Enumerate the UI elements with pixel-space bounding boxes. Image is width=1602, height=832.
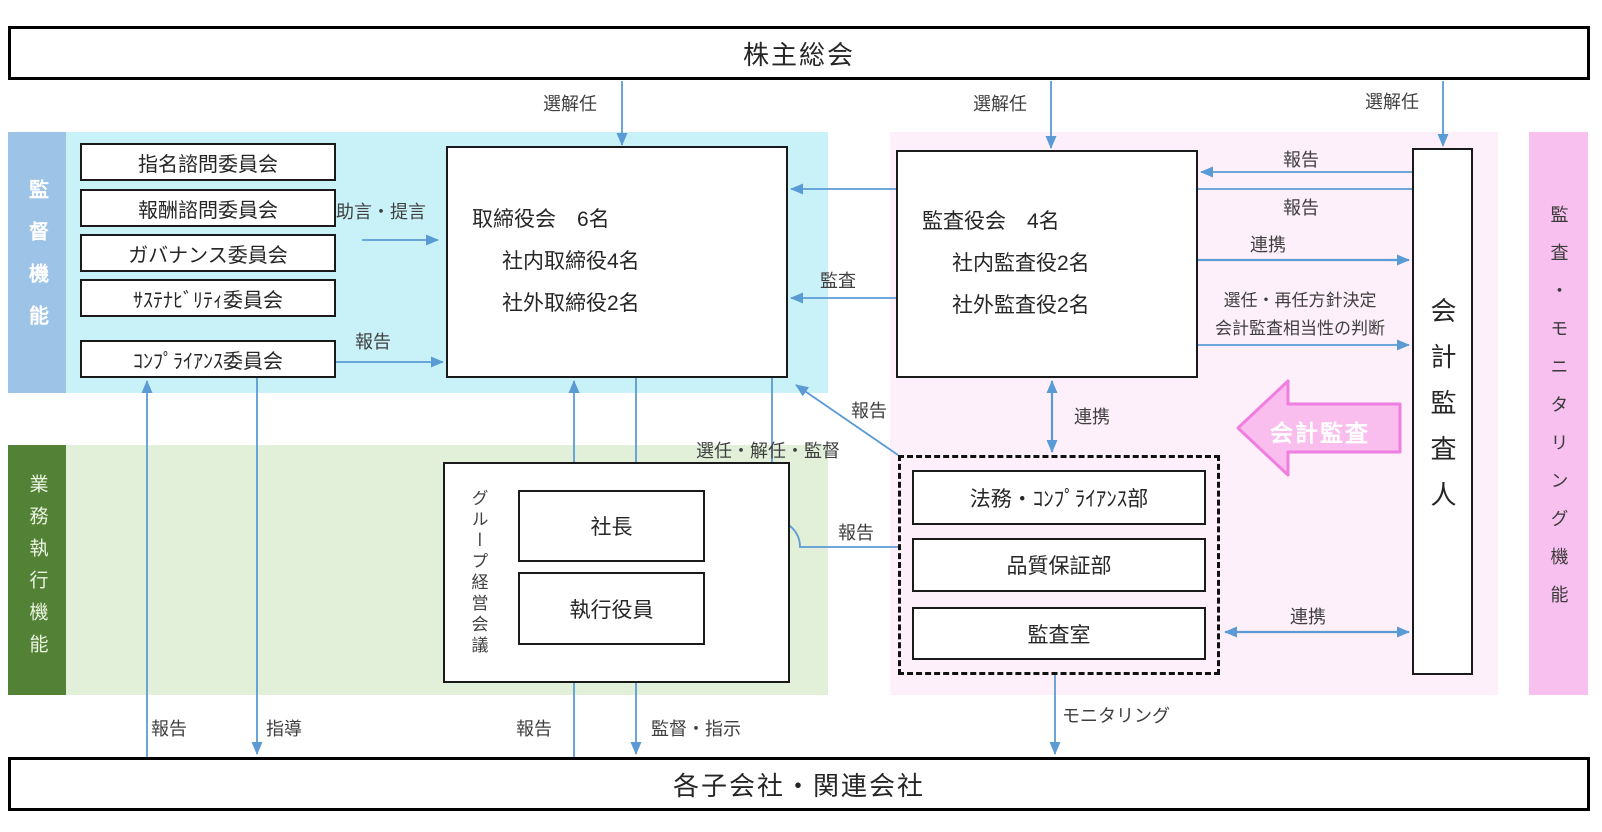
quality-assurance-dept-box: 品質保証部 [912, 538, 1206, 592]
sidebar-audit-monitoring: 監査・モニタリング機能 [1529, 132, 1588, 695]
subsidiaries-label: 各子会社・関連会社 [672, 770, 925, 801]
label-guidance: 指導 [266, 719, 302, 739]
group-council-title-wrap: グループ経営会議 [458, 468, 498, 677]
label-report-president: 報告 [838, 523, 874, 543]
president-label: 社長 [590, 516, 633, 539]
shareholders-meeting-bar: 株主総会 [8, 26, 1590, 80]
label-appoint-dismiss-supervise: 選任・解任・監督 [696, 441, 840, 461]
audit-office-box: 監査室 [912, 607, 1206, 660]
nomination-committee-box: 指名諮問委員会 [80, 143, 336, 181]
label-report-bottom-left: 報告 [151, 719, 187, 739]
executive-officers-box: 執行役員 [518, 572, 705, 645]
quality-assurance-dept-label: 品質保証部 [1006, 555, 1112, 578]
board-line1: 取締役会 6名 [472, 208, 610, 231]
audit-board-line2: 社内監査役2名 [952, 252, 1090, 275]
label-cooperation-audit-board: 連携 [1250, 235, 1286, 255]
board-line2: 社内取締役4名 [502, 250, 640, 273]
label-policy-line1: 選任・再任方針決定 [1223, 291, 1377, 310]
compliance-committee-box: ｺﾝﾌﾟﾗｲｱﾝｽ委員会 [80, 340, 336, 378]
label-report-auditor-1: 報告 [1283, 150, 1319, 170]
remuneration-committee-label: 報酬諮問委員会 [138, 199, 278, 222]
accounting-audit-block-arrow [1236, 379, 1402, 477]
internal-depts-dashed-box [898, 455, 1220, 675]
audit-office-label: 監査室 [1027, 623, 1091, 647]
label-appoint-dismiss-1: 選解任 [543, 94, 597, 114]
sidebar-supervision-label: 監督機能 [25, 178, 48, 347]
label-cooperation-depts: 連携 [1074, 407, 1110, 427]
board-of-directors-box: 取締役会 6名 社内取締役4名 社外取締役2名 [446, 146, 788, 378]
sustainability-committee-box: ｻｽﾃﾅﾋﾞﾘﾃｨ委員会 [80, 279, 336, 317]
audit-board-line3: 社外監査役2名 [952, 294, 1090, 317]
remuneration-committee-box: 報酬諮問委員会 [80, 189, 336, 227]
legal-compliance-dept-label: 法務・ｺﾝﾌﾟﾗｲｱﾝｽ部 [969, 487, 1149, 511]
sidebar-execution-label: 業務執行機能 [26, 474, 48, 666]
label-monitoring: モニタリング [1062, 706, 1170, 726]
shareholders-meeting-label: 株主総会 [742, 39, 855, 70]
audit-board-line1: 監査役会 4名 [922, 210, 1060, 233]
president-box: 社長 [518, 490, 705, 562]
audit-board-box: 監査役会 4名 社内監査役2名 社外監査役2名 [896, 150, 1198, 378]
arrow-report-depts-to-board [795, 384, 899, 456]
sidebar-execution: 業務執行機能 [8, 445, 66, 695]
executive-officers-label: 執行役員 [569, 598, 654, 622]
label-advice-proposal: 助言・提言 [336, 202, 426, 222]
label-report-bottom-mid: 報告 [516, 719, 552, 739]
label-supervise-instruct: 監督・指示 [651, 719, 741, 739]
legal-compliance-dept-box: 法務・ｺﾝﾌﾟﾗｲｱﾝｽ部 [912, 470, 1206, 525]
label-appoint-dismiss-2: 選解任 [973, 94, 1027, 114]
governance-committee-box: ガバナンス委員会 [80, 234, 336, 272]
accounting-auditor-label: 会計監査人 [1427, 296, 1457, 527]
label-report-depts: 報告 [851, 401, 887, 421]
label-accounting-audit: 会計監査 [1270, 420, 1370, 446]
label-report-auditor-2: 報告 [1283, 198, 1319, 218]
sidebar-audit-monitoring-label: 監査・モニタリング機能 [1548, 204, 1569, 623]
sidebar-supervision: 監督機能 [8, 132, 66, 393]
compliance-committee-label: ｺﾝﾌﾟﾗｲｱﾝｽ委員会 [133, 350, 283, 373]
label-audit: 監査 [820, 271, 856, 291]
sustainability-committee-label: ｻｽﾃﾅﾋﾞﾘﾃｨ委員会 [133, 289, 283, 312]
label-cooperation-audit-office: 連携 [1290, 607, 1326, 627]
label-appoint-dismiss-3: 選解任 [1365, 92, 1419, 112]
nomination-committee-label: 指名諮問委員会 [138, 153, 278, 176]
subsidiaries-bar: 各子会社・関連会社 [8, 757, 1590, 811]
accounting-auditor-box: 会計監査人 [1412, 148, 1473, 675]
label-policy-line2: 会計監査相当性の判断 [1215, 319, 1385, 338]
governance-committee-label: ガバナンス委員会 [128, 244, 288, 267]
label-report-committee: 報告 [355, 332, 391, 352]
group-council-title: グループ経営会議 [468, 488, 488, 657]
board-line3: 社外取締役2名 [502, 292, 640, 315]
